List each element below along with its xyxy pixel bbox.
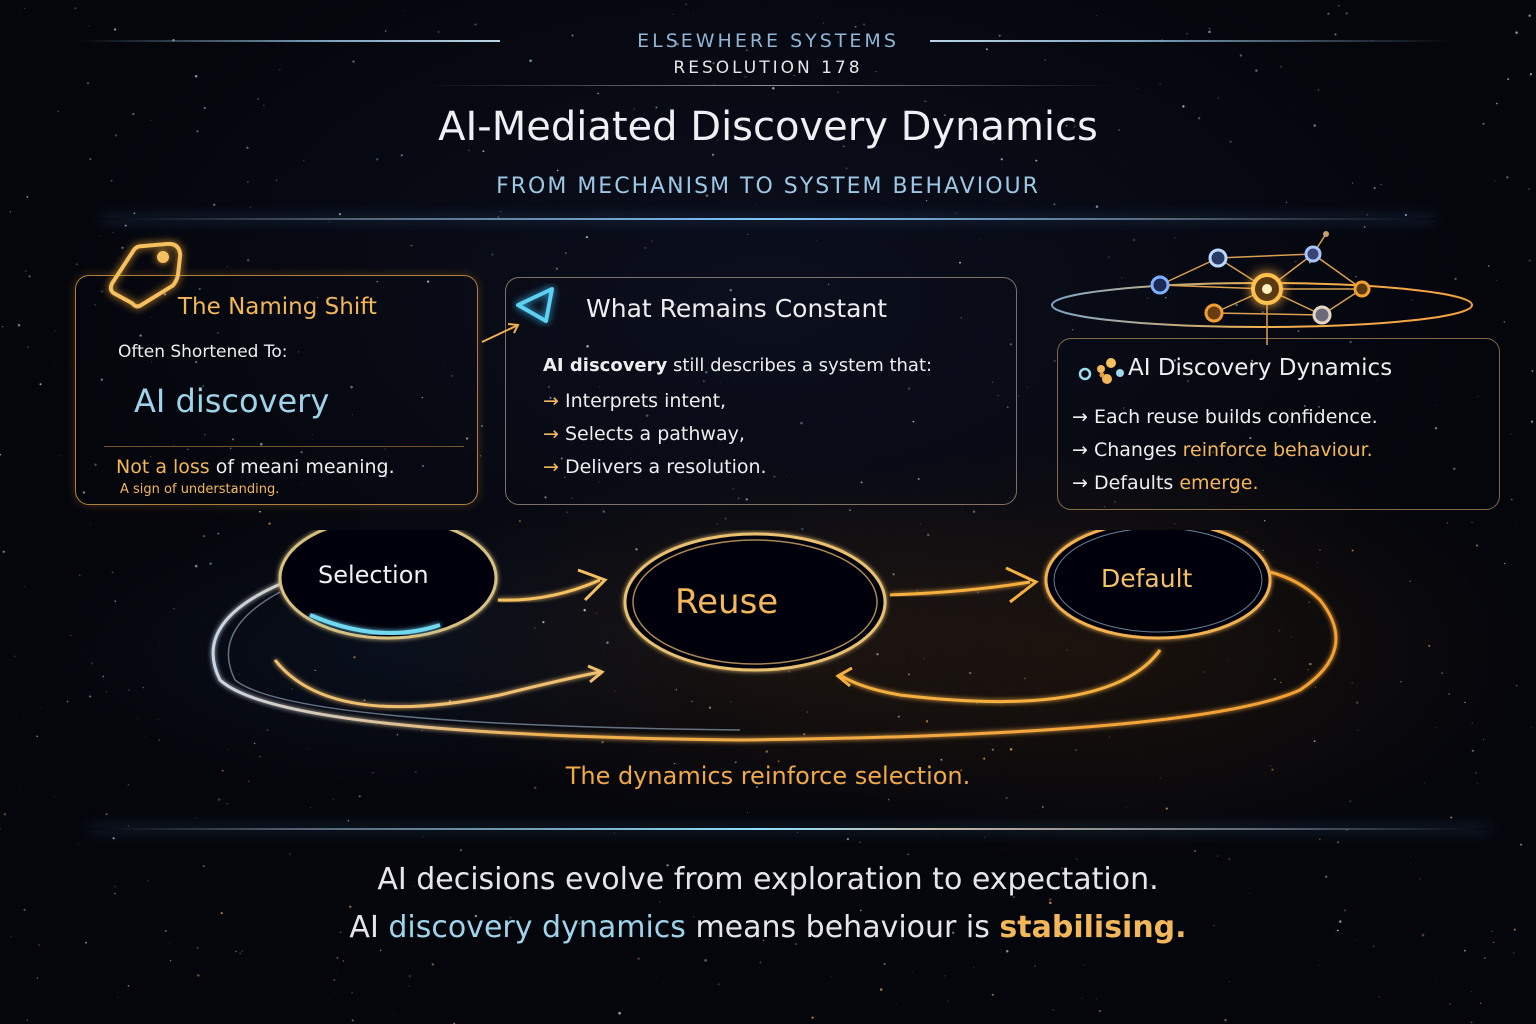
arrow-right-icon: → bbox=[543, 423, 559, 445]
list-item-highlight: reinforce behaviour. bbox=[1183, 439, 1373, 461]
intro-strong: AI discovery bbox=[543, 355, 667, 376]
note-rest: of meani⹟ meaning. bbox=[210, 456, 395, 478]
cycle-node-default: Default bbox=[1101, 564, 1192, 593]
arrow-right-icon: → bbox=[543, 390, 559, 412]
arrow-right-icon: → bbox=[1072, 406, 1088, 428]
arrow-right-icon: → bbox=[543, 456, 559, 478]
list-item-text: Selects a pathway, bbox=[565, 423, 745, 445]
naming-shift-divider bbox=[104, 446, 464, 447]
naming-shift-term: AI discovery bbox=[134, 382, 329, 420]
discovery-dynamics-title: AI Discovery Dynamics bbox=[1128, 355, 1392, 381]
cycle-node-reuse: Reuse bbox=[675, 582, 778, 622]
remains-constant-title: What Remains Constant bbox=[586, 294, 887, 323]
footer-text: AI bbox=[349, 910, 388, 945]
header-rule-bottom bbox=[420, 85, 1120, 86]
cycle-node-selection: Selection bbox=[318, 561, 429, 589]
arrow-right-icon: → bbox=[1072, 439, 1088, 461]
arrow-right-icon: → bbox=[1072, 472, 1088, 494]
brand-name: ELSEWHERE SYSTEMS bbox=[0, 30, 1536, 52]
cycle-caption: The dynamics reinforce selection. bbox=[0, 762, 1536, 790]
footer-text: means behaviour is bbox=[686, 910, 1000, 945]
triangle-pointer-icon bbox=[512, 283, 562, 327]
footer-highlight-cyan: discovery dynamics bbox=[388, 910, 686, 945]
naming-shift-subnote: A sign of understanding. bbox=[120, 482, 279, 497]
list-item: → Selects a pathway, bbox=[543, 423, 745, 445]
footer-highlight-gold: stabilising. bbox=[999, 910, 1186, 945]
remains-constant-intro: AI discovery still describes a system th… bbox=[543, 355, 932, 376]
page-subtitle: FROM MECHANISM TO SYSTEM BEHAVIOUR bbox=[0, 174, 1536, 199]
list-item-text: Defaults bbox=[1094, 472, 1179, 494]
list-item-text: Each reuse builds confidence. bbox=[1094, 406, 1378, 428]
cluster-dots-icon bbox=[1076, 355, 1124, 387]
list-item-text: Interprets intent, bbox=[565, 390, 726, 412]
list-item: → Changes reinforce behaviour. bbox=[1072, 439, 1373, 461]
note-strong: Not a loss bbox=[116, 456, 210, 478]
footer-line-2: AI discovery dynamics means behaviour is… bbox=[0, 910, 1536, 945]
footer-glow-rule bbox=[90, 828, 1490, 830]
list-item-text: Changes bbox=[1094, 439, 1183, 461]
resolution-number: RESOLUTION 178 bbox=[0, 58, 1536, 78]
naming-shift-note: Not a loss of meani⹟ meaning. bbox=[116, 456, 395, 478]
subtitle-glow-rule bbox=[100, 218, 1436, 220]
list-item: → Interprets intent, bbox=[543, 390, 726, 412]
naming-shift-title: The Naming Shift bbox=[178, 294, 377, 320]
page-title: AI-Mediated Discovery Dynamics bbox=[0, 104, 1536, 150]
list-item: → Delivers a resolution. bbox=[543, 456, 767, 478]
list-item-text: Delivers a resolution. bbox=[565, 456, 767, 478]
list-item-highlight: emerge. bbox=[1179, 472, 1258, 494]
footer-line-1: AI decisions evolve from exploration to … bbox=[0, 862, 1536, 897]
intro-rest: still describes a system that: bbox=[667, 355, 932, 376]
list-item: → Defaults emerge. bbox=[1072, 472, 1259, 494]
network-graph-icon bbox=[1040, 225, 1520, 345]
naming-shift-label: Often Shortened To: bbox=[118, 342, 288, 362]
list-item: → Each reuse builds confidence. bbox=[1072, 406, 1378, 428]
